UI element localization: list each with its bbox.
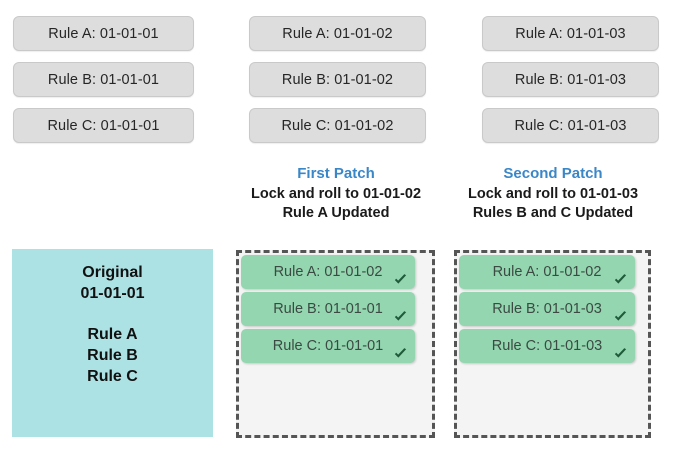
check-icon: [393, 309, 408, 324]
caption-line-1: Lock and roll to 01-01-02: [250, 186, 422, 202]
rule-chip-applied: Rule C: 01-01-01: [241, 329, 415, 363]
check-icon: [613, 309, 628, 324]
spacer: [12, 304, 213, 324]
rule-chip-applied: Rule A: 01-01-02: [241, 255, 415, 289]
second-patch-caption: Second Patch Lock and roll to 01-01-03 R…: [455, 164, 651, 223]
rule-chip-applied: Rule A: 01-01-02: [459, 255, 635, 289]
rule-chip-label: Rule A: 01-01-02: [492, 264, 602, 280]
original-panel: Original 01-01-01 Rule A Rule B Rule C: [12, 249, 213, 437]
caption-line-2: Rule A Updated: [282, 205, 390, 221]
rule-chip-available: Rule A: 01-01-03: [482, 16, 659, 51]
check-icon: [613, 346, 628, 361]
rule-chip-available: Rule B: 01-01-02: [249, 62, 426, 97]
caption-line-2: Rules B and C Updated: [472, 205, 634, 221]
rule-chip-applied: Rule B: 01-01-03: [459, 292, 635, 326]
rule-chip-label: Rule B: 01-01-01: [273, 301, 383, 317]
rule-chip-label: Rule C: 01-01-03: [491, 338, 603, 354]
check-icon: [613, 272, 628, 287]
second-patch-result-panel: Rule A: 01-01-02 Rule B: 01-01-03 Rule C…: [454, 250, 651, 438]
original-rule-a: Rule A: [87, 326, 138, 343]
rule-chip-applied: Rule B: 01-01-01: [241, 292, 415, 326]
rule-chip-applied: Rule C: 01-01-03: [459, 329, 635, 363]
check-icon: [393, 346, 408, 361]
original-version: 01-01-01: [80, 285, 145, 302]
rule-chip-available: Rule C: 01-01-03: [482, 108, 659, 143]
original-rule-b: Rule B: [87, 347, 138, 364]
original-rule-c: Rule C: [87, 368, 138, 385]
rule-chip-label: Rule C: 01-01-01: [272, 338, 384, 354]
caption-line-1: Lock and roll to 01-01-03: [467, 186, 639, 202]
rule-chip-available: Rule A: 01-01-02: [249, 16, 426, 51]
caption-title: First Patch: [297, 165, 375, 182]
rule-chip-available: Rule A: 01-01-01: [13, 16, 194, 51]
first-patch-result-panel: Rule A: 01-01-02 Rule B: 01-01-01 Rule C…: [236, 250, 435, 438]
rule-chip-available: Rule B: 01-01-01: [13, 62, 194, 97]
rule-chip-available: Rule B: 01-01-03: [482, 62, 659, 97]
check-icon: [393, 272, 408, 287]
rule-chip-label: Rule A: 01-01-02: [273, 264, 383, 280]
caption-title: Second Patch: [503, 165, 603, 182]
first-patch-caption: First Patch Lock and roll to 01-01-02 Ru…: [236, 164, 436, 223]
original-heading: Original: [82, 264, 143, 281]
rule-chip-available: Rule C: 01-01-02: [249, 108, 426, 143]
rule-chip-label: Rule B: 01-01-03: [492, 301, 602, 317]
rule-chip-available: Rule C: 01-01-01: [13, 108, 194, 143]
